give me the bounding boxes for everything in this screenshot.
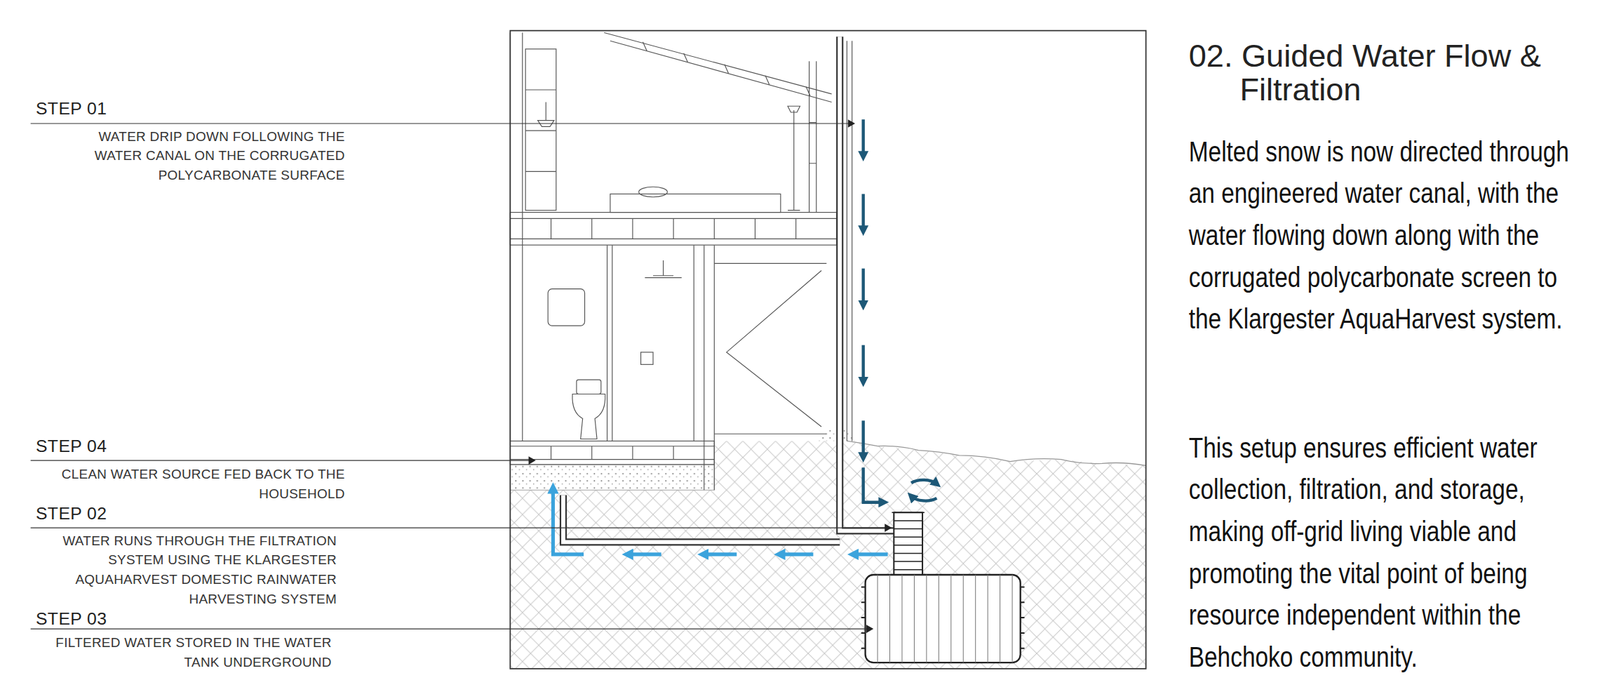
building-section-part: [714, 263, 827, 434]
leader-line-part: [30, 628, 868, 630]
step-heading: STEP 03: [35, 608, 108, 630]
building-section-part: [509, 32, 522, 442]
flow-arrow: [552, 487, 888, 555]
flow-arrow-part: [863, 467, 884, 502]
building-section-part: [509, 218, 837, 239]
building-section-part: [525, 49, 557, 211]
building-section-part: [846, 40, 852, 441]
building-section-part: [525, 89, 557, 172]
flow-arrow-part: [627, 552, 662, 556]
building-section-part: [809, 61, 817, 212]
flow-arrow: [863, 119, 938, 503]
pipe-part: [563, 495, 840, 543]
leader-line-part: [30, 459, 530, 461]
step-description: WATER DRIP DOWN FOLLOWING THE WATER CANA…: [49, 126, 346, 185]
leader-line-part: [30, 527, 886, 529]
building-section-part: [639, 186, 668, 198]
water-tank: [861, 512, 1025, 663]
leader-line-part: [884, 523, 892, 532]
building-section-part: [607, 244, 715, 490]
flow-arrow-part: [862, 119, 865, 156]
flow-arrow-part: [552, 487, 584, 555]
building-section: [509, 32, 852, 491]
water-tank-part: [893, 512, 923, 576]
flow-arrow-part: [911, 495, 937, 501]
flow-arrow-part: [779, 552, 813, 556]
leader-line-part: [528, 455, 536, 465]
leader-line-part: [848, 119, 856, 128]
building-section-part: [641, 352, 654, 365]
leader-line-part: [866, 624, 874, 633]
pipe-part: [839, 36, 894, 531]
drawing-frame: [509, 30, 1146, 669]
building-section-part: [509, 446, 715, 460]
description-paragraph: This setup ensures efficient water colle…: [1188, 426, 1591, 678]
description-paragraph: Melted snow is now directed through an e…: [1188, 130, 1591, 340]
flow-arrow-part: [702, 552, 737, 556]
building-section-part: [603, 32, 832, 103]
title: 02. Guided Water Flow & Filtration: [1188, 38, 1600, 106]
pipe-part: [563, 495, 840, 543]
building-section-part: [572, 394, 606, 440]
step-description: CLEAN WATER SOURCE FED BACK TO THE HOUSE…: [38, 464, 345, 503]
flow-arrow-part: [852, 552, 888, 556]
building-section-part: [509, 440, 715, 464]
building-section-part: [610, 193, 781, 212]
water-tank-part: [891, 512, 925, 569]
building-section-part: [644, 260, 682, 278]
water-tank-part: [865, 574, 1021, 663]
flow-arrow-part: [862, 420, 865, 457]
flow-arrow-part: [911, 479, 937, 484]
step-description: WATER RUNS THROUGH THE FILTRATION SYSTEM…: [30, 530, 337, 609]
building-section-part: [547, 288, 585, 326]
flow-arrow-part: [862, 345, 865, 382]
flow-arrow-part: [862, 268, 865, 306]
step-description: FILTERED WATER STORED IN THE WATER TANK …: [25, 632, 332, 672]
building-section-part: [787, 105, 800, 210]
building-section-part: [642, 42, 811, 97]
building-section-part: [551, 218, 797, 239]
leader-line-part: [30, 122, 850, 124]
ground-part: [509, 464, 715, 490]
building-section-part: [538, 101, 555, 127]
leader-line: [30, 119, 893, 633]
flow-arrow-part: [862, 193, 865, 231]
water-tank-part: [861, 586, 1025, 648]
pipe-part: [839, 36, 894, 531]
building-section-part: [509, 212, 837, 246]
ground-part: [846, 440, 1146, 466]
pipe: [563, 36, 894, 542]
building-section-part: [576, 379, 602, 394]
step-heading: STEP 04: [35, 437, 108, 458]
ground: [509, 426, 1146, 669]
ground-part: [509, 440, 1146, 668]
water-tank-part: [877, 574, 1013, 663]
step-heading: STEP 01: [35, 98, 108, 120]
step-heading: STEP 02: [35, 504, 108, 525]
